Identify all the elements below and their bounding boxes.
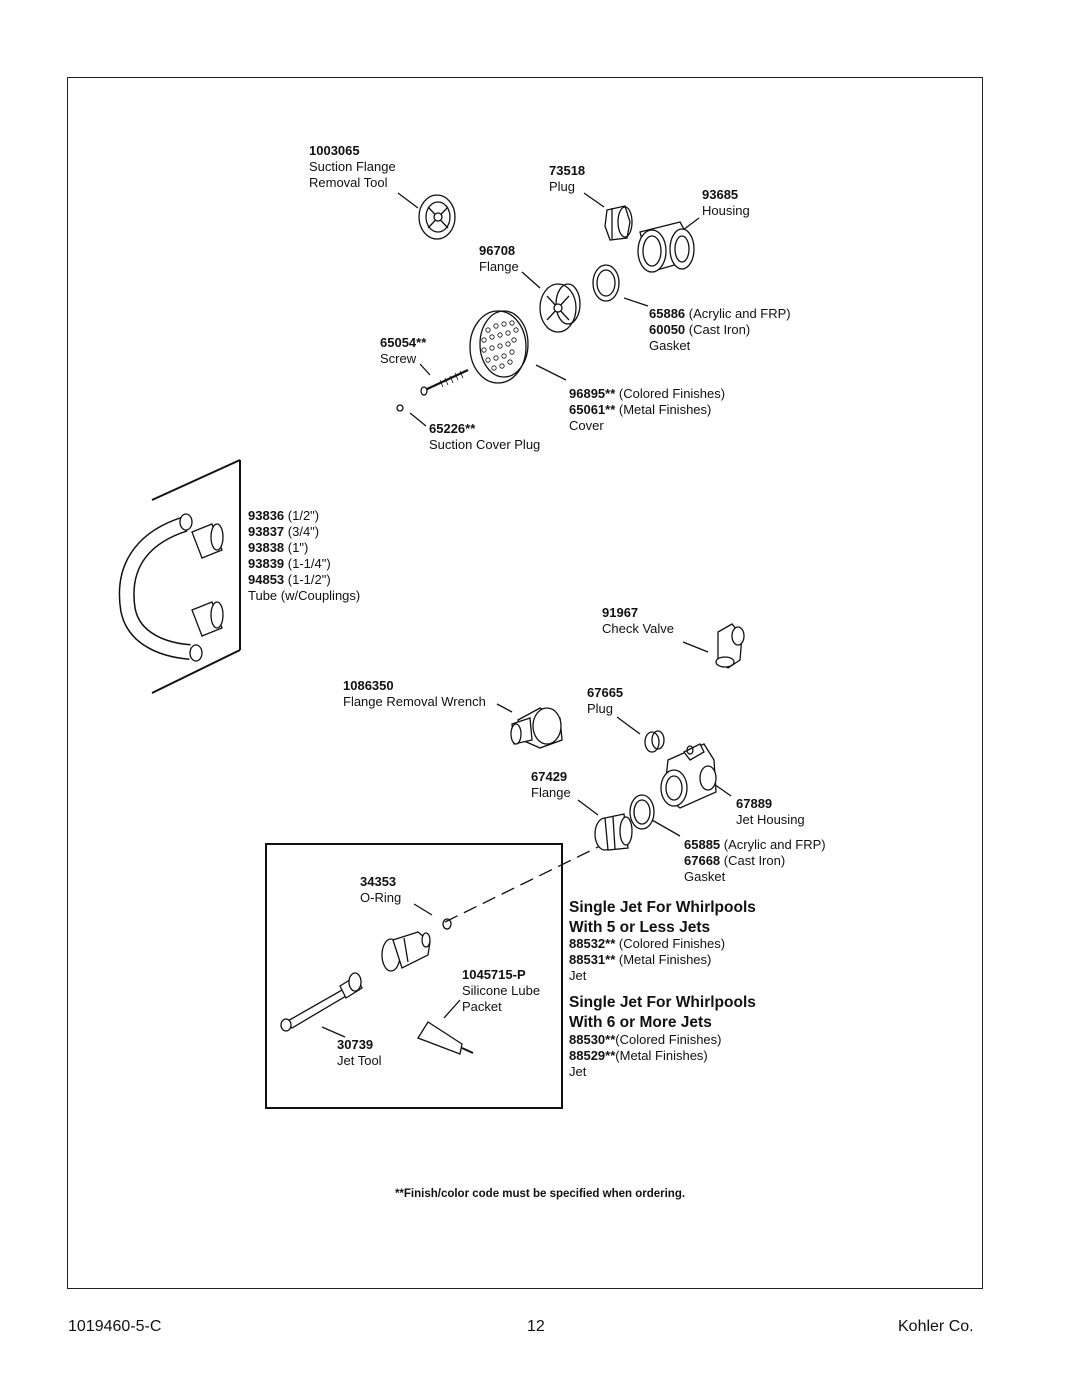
finish-color-note: **Finish/color code must be specified wh… — [394, 1188, 686, 1200]
footer-company: Kohler Co. — [898, 1318, 974, 1335]
label-gasket-bottom: 65885 (Acrylic and FRP) 67668 (Cast Iron… — [684, 837, 826, 884]
label-screw: 65054** Screw — [380, 335, 427, 366]
single-jet-6-parts: 88530**(Colored Finishes) 88529**(Metal … — [569, 1032, 722, 1079]
silicone-lube-packet-drawing — [417, 1021, 474, 1055]
jet-tool-drawing — [280, 972, 363, 1032]
cover-drawing — [469, 310, 529, 384]
label-cover: 96895** (Colored Finishes) 65061** (Meta… — [569, 386, 726, 433]
part-number: 30739 — [337, 1037, 374, 1052]
label-plug-bottom: 67665 Plug — [587, 685, 624, 716]
suction-cover-plug-drawing — [396, 404, 404, 412]
part-number: 1003065 — [309, 143, 360, 158]
jet-kit-inset-box — [265, 843, 563, 1109]
leader-lines — [321, 192, 732, 1038]
label-suction-cover-plug: 65226** Suction Cover Plug — [429, 421, 541, 452]
gasket-bottom-drawing — [629, 794, 655, 830]
jet-drawing — [381, 931, 431, 972]
plug-bottom-drawing — [644, 730, 665, 753]
jet-housing-drawing — [660, 743, 717, 809]
label-silicone-lube: 1045715-P Silicone Lube Packet — [462, 967, 541, 1014]
single-jet-5-parts: 88532** (Colored Finishes) 88531** (Meta… — [569, 936, 726, 983]
label-suction-flange-tool: 1003065 Suction Flange Removal Tool — [309, 143, 396, 190]
o-ring-drawing — [442, 918, 452, 930]
part-number: 96708 — [479, 243, 516, 258]
assembly-dash-line — [444, 845, 601, 923]
label-o-ring: 34353 O-Ring — [360, 874, 402, 905]
flange-removal-wrench-drawing — [510, 707, 563, 749]
wall-bottom-line — [151, 649, 241, 694]
part-number: 93685 — [702, 187, 739, 202]
label-plug-top: 73518 Plug — [549, 163, 586, 194]
part-number: 1045715-P — [462, 967, 526, 982]
label-gasket-top: 65886 (Acrylic and FRP) 60050 (Cast Iron… — [649, 306, 791, 353]
label-housing: 93685 Housing — [702, 187, 750, 218]
suction-flange-tool-drawing — [418, 194, 456, 240]
check-valve-drawing — [715, 623, 745, 669]
flange-bottom-drawing — [594, 813, 633, 851]
flange-top-drawing — [539, 283, 581, 333]
label-flange-bottom: 67429 Flange — [531, 769, 571, 800]
footer-doc-number: 1019460-5-C — [68, 1318, 162, 1335]
part-number: 34353 — [360, 874, 397, 889]
gasket-top-drawing — [592, 264, 620, 302]
label-tube: 93836 (1/2") 93837 (3/4") 93838 (1") 938… — [248, 508, 361, 603]
part-number: 65226** — [429, 421, 476, 436]
footer-page-number: 12 — [527, 1318, 545, 1335]
wall-top-line — [151, 459, 241, 501]
single-jet-5-title: Single Jet For Whirlpools With 5 or Less… — [569, 899, 756, 936]
part-number: 73518 — [549, 163, 586, 178]
housing-drawing — [637, 221, 695, 273]
part-number: 67889 — [736, 796, 773, 811]
label-flange-top: 96708 Flange — [479, 243, 519, 274]
screw-drawing — [420, 369, 469, 396]
part-number: 65054** — [380, 335, 427, 350]
part-number: 91967 — [602, 605, 639, 620]
label-flange-removal-wrench: 1086350 Flange Removal Wrench — [343, 678, 486, 709]
label-check-valve: 91967 Check Valve — [602, 605, 675, 636]
part-number: 1086350 — [343, 678, 394, 693]
part-number: 67429 — [531, 769, 568, 784]
tube-drawing — [118, 513, 224, 662]
plug-top-drawing — [604, 205, 633, 241]
label-jet-tool: 30739 Jet Tool — [337, 1037, 382, 1068]
part-number: 67665 — [587, 685, 624, 700]
label-jet-housing: 67889 Jet Housing — [736, 796, 805, 827]
single-jet-6-title: Single Jet For Whirlpools With 6 or More… — [569, 994, 756, 1031]
page-frame — [67, 77, 983, 1289]
